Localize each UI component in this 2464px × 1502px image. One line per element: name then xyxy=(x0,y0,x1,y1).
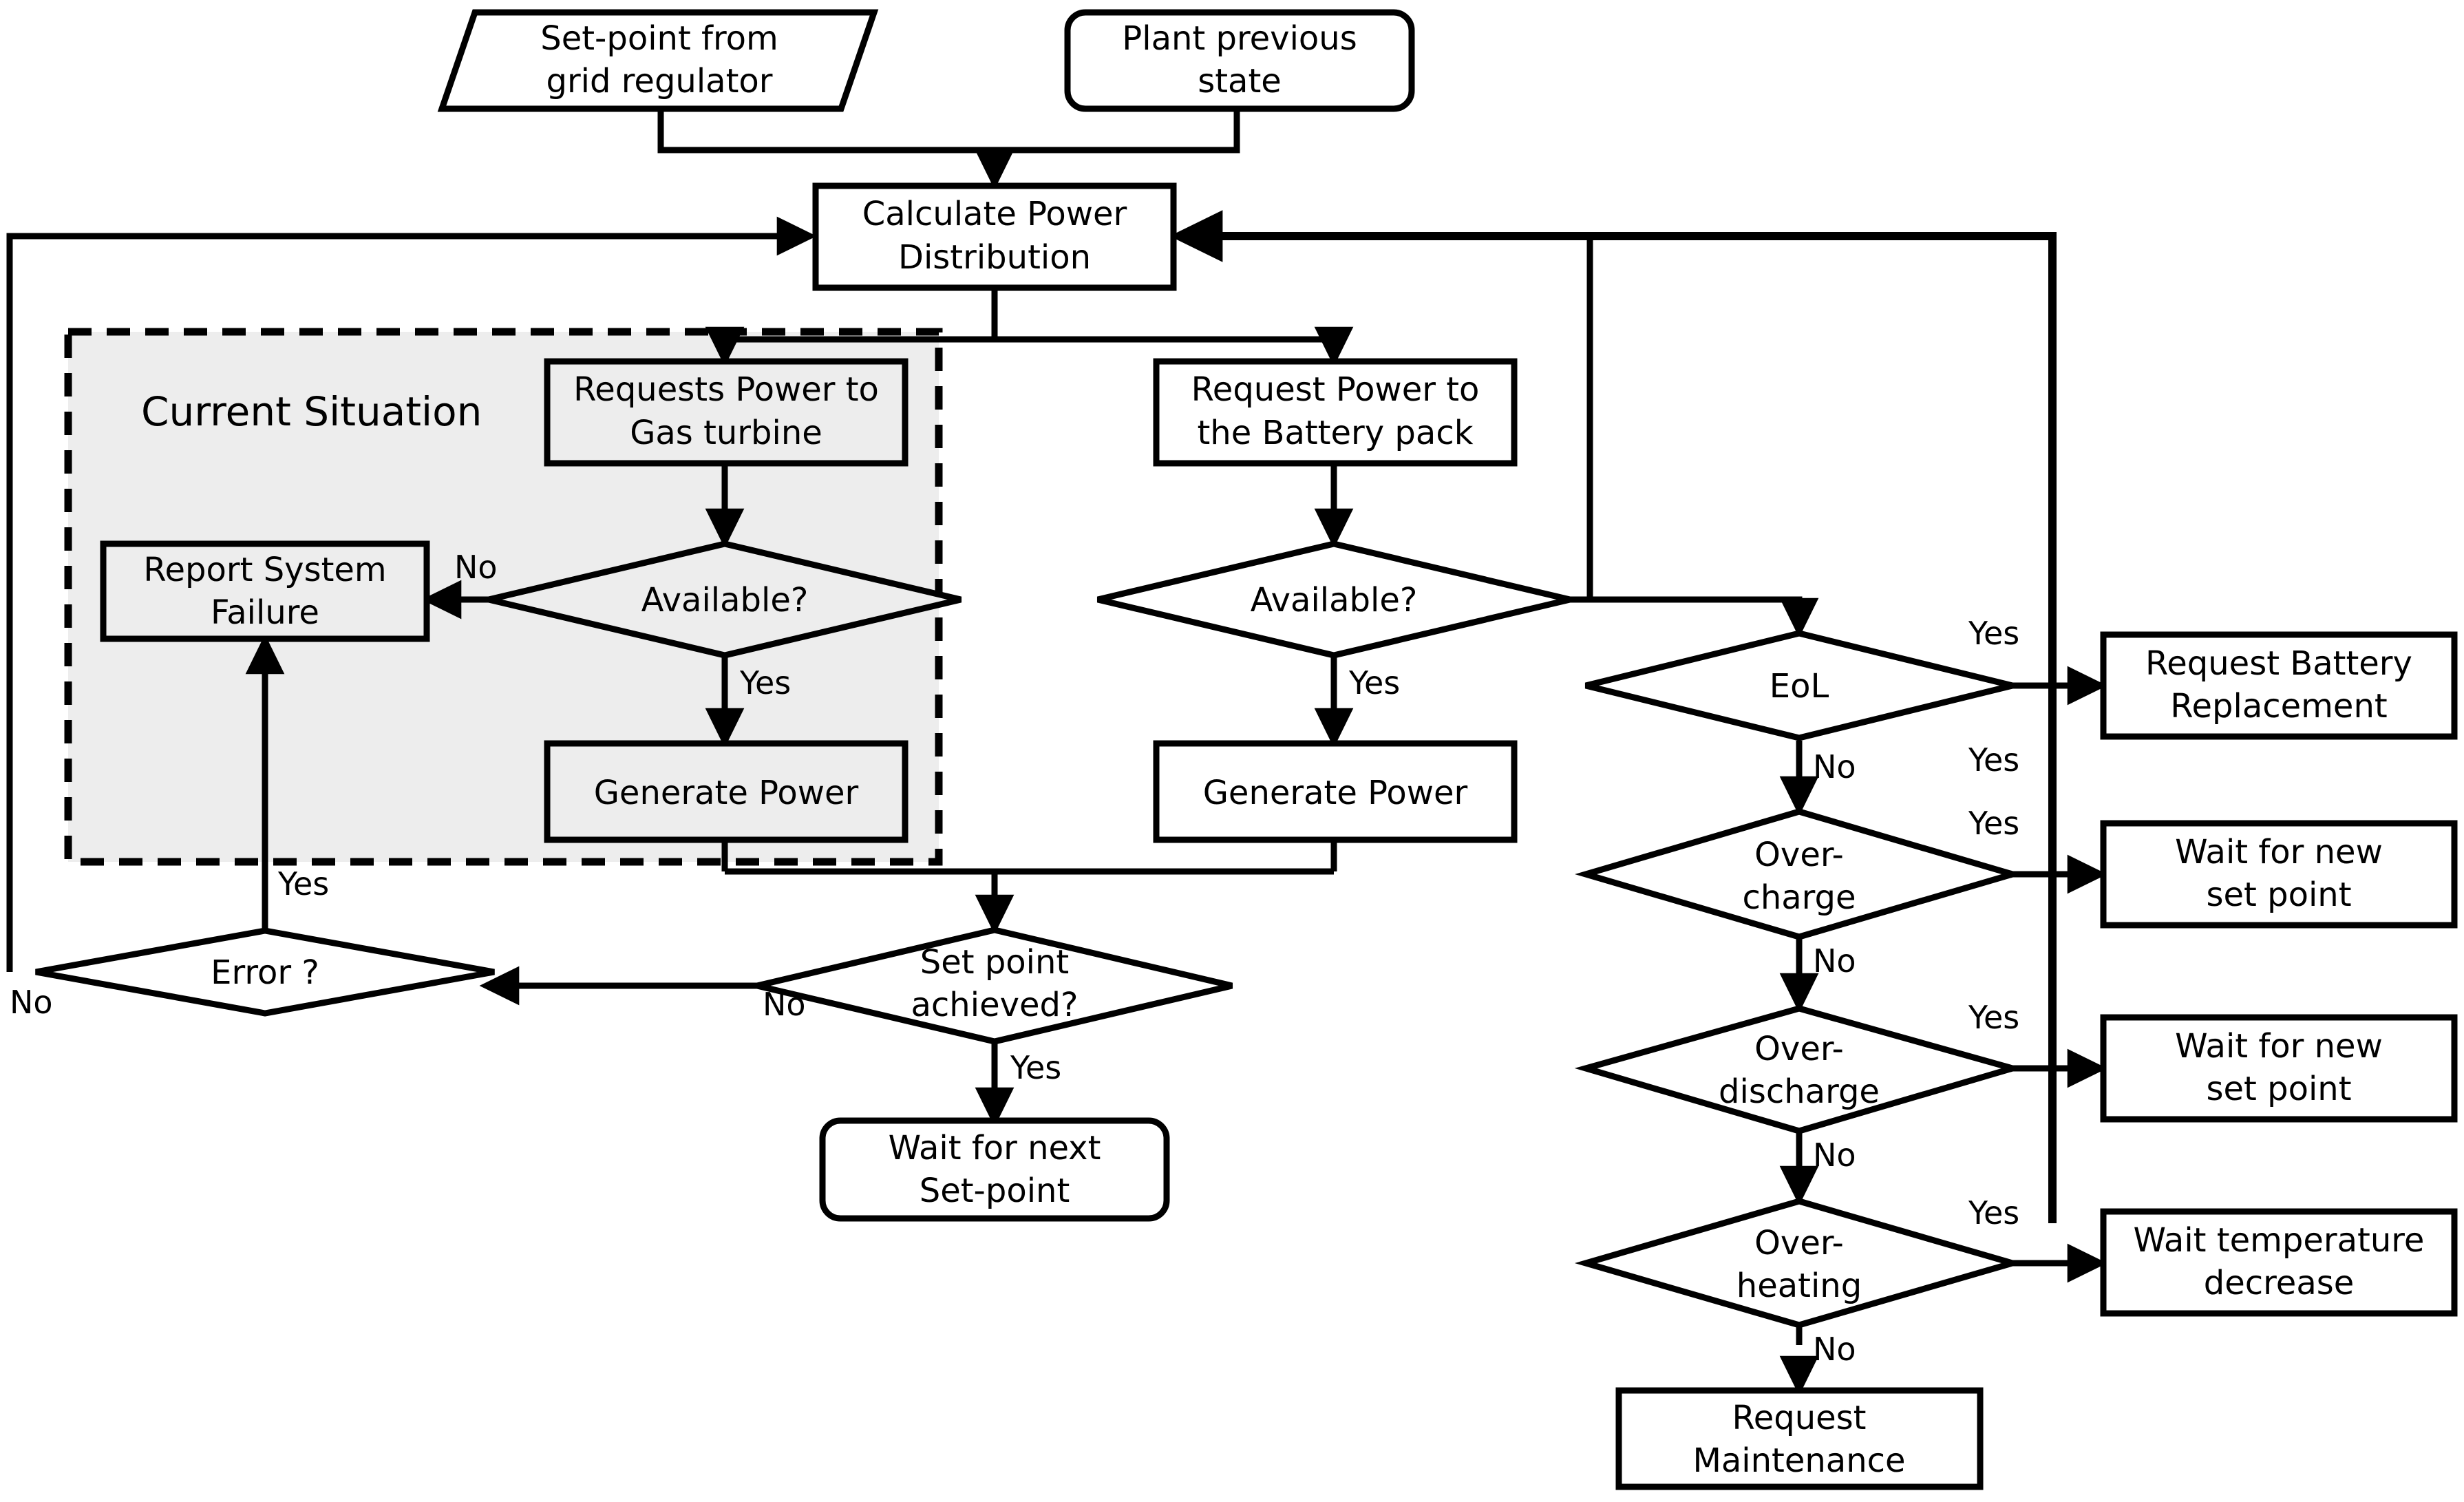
node-plant-state-line2: state xyxy=(1198,62,1282,101)
node-request-maintenance-line2: Maintenance xyxy=(1692,1441,1905,1480)
edge-label-overcharge-yes: Yes xyxy=(1968,741,2019,779)
node-wait-new-setpoint-1-line2: set point xyxy=(2206,876,2351,914)
edge-label-overdischarge-yes: Yes xyxy=(1968,999,2019,1036)
edge-label-error-no: No xyxy=(10,984,53,1021)
node-wait-new-setpoint-2-line1: Wait for new xyxy=(2175,1027,2383,1066)
node-plant-state[interactable] xyxy=(1064,9,1415,112)
edge-label-eol-yes: Yes xyxy=(1968,615,2019,652)
node-request-battery-replacement-line1: Request Battery xyxy=(2145,644,2412,683)
node-request-gas-turbine[interactable] xyxy=(544,358,909,467)
node-wait-next-setpoint-line1: Wait for next xyxy=(889,1129,1101,1167)
edge-label-overcharge-yes-upper: Yes xyxy=(1968,805,2019,842)
node-error-check[interactable] xyxy=(35,927,495,1017)
node-request-gas-turbine-line2: Gas turbine xyxy=(630,414,822,452)
node-request-battery-replacement-line2: Replacement xyxy=(2170,687,2387,726)
edge-battery-available-to-eol xyxy=(1551,596,1819,638)
node-generate-power-battery-label: Generate Power xyxy=(1203,774,1468,812)
node-overcharge-line1: Over- xyxy=(1754,836,1844,874)
node-overdischarge[interactable] xyxy=(1574,1005,2024,1134)
edge-label-error-yes: Yes xyxy=(277,865,329,902)
node-wait-new-setpoint-1-line1: Wait for new xyxy=(2175,833,2383,871)
node-gas-available-label: Available? xyxy=(641,581,809,620)
node-overheating[interactable] xyxy=(1574,1198,2024,1329)
node-calculate-power-line1: Calculate Power xyxy=(862,195,1127,233)
node-setpoint-input-line1: Set-point from xyxy=(540,19,778,58)
node-request-battery-pack-line2: the Battery pack xyxy=(1197,414,1473,452)
edge-label-battery-available-yes: Yes xyxy=(1348,664,1400,701)
node-overdischarge-line1: Over- xyxy=(1754,1030,1844,1068)
node-wait-temperature-decrease[interactable] xyxy=(2100,1208,2458,1317)
edge-label-setpoint-no: No xyxy=(763,986,806,1023)
edge-battery-bus-return-to-calc xyxy=(1169,210,2057,1223)
node-battery-available[interactable] xyxy=(1096,540,1571,659)
edge-label-eol-no: No xyxy=(1813,748,1856,785)
node-wait-next-setpoint[interactable] xyxy=(819,1117,1170,1222)
edge-label-overheating-yes: Yes xyxy=(1968,1194,2019,1231)
node-request-maintenance-line1: Request xyxy=(1732,1399,1867,1437)
node-report-system-failure-line1: Report System xyxy=(143,551,386,589)
node-report-system-failure[interactable] xyxy=(100,540,430,642)
node-overheating-line2: heating xyxy=(1737,1267,1862,1305)
node-setpoint-achieved-line2: achieved? xyxy=(911,986,1079,1024)
node-request-battery-pack[interactable] xyxy=(1153,358,1518,467)
node-request-battery-pack-line1: Request Power to xyxy=(1191,370,1480,409)
node-error-check-label: Error ? xyxy=(211,953,319,992)
edge-label-overcharge-no: No xyxy=(1813,942,1856,980)
node-report-system-failure-line2: Failure xyxy=(211,593,319,632)
node-setpoint-achieved[interactable] xyxy=(756,927,1233,1045)
node-eol[interactable] xyxy=(1584,630,2014,741)
node-setpoint-input[interactable] xyxy=(437,9,879,112)
node-calculate-power[interactable] xyxy=(812,182,1177,291)
node-eol-label: EoL xyxy=(1770,667,1829,706)
node-wait-new-setpoint-2-line2: set point xyxy=(2206,1070,2351,1108)
node-overheating-line1: Over- xyxy=(1754,1224,1844,1262)
node-wait-new-setpoint-2[interactable] xyxy=(2100,1014,2458,1123)
edge-label-overheating-no: No xyxy=(1813,1331,1856,1368)
node-overcharge[interactable] xyxy=(1575,808,2024,940)
edge-label-gas-available-no: No xyxy=(454,549,498,586)
node-calculate-power-line2: Distribution xyxy=(898,238,1091,277)
edge-label-overdischarge-no: No xyxy=(1813,1136,1856,1174)
edge-error-no-loop-to-calc xyxy=(6,216,817,972)
node-wait-temperature-decrease-line2: decrease xyxy=(2204,1264,2355,1302)
node-plant-state-line1: Plant previous xyxy=(1122,19,1357,58)
node-generate-power-gas-label: Generate Power xyxy=(594,774,859,812)
node-request-gas-turbine-line1: Requests Power to xyxy=(573,370,879,409)
node-gas-available[interactable] xyxy=(487,540,962,659)
edge-setpoint-to-calc xyxy=(657,110,995,154)
node-wait-new-setpoint-1[interactable] xyxy=(2100,820,2458,929)
edge-plantstate-to-calc xyxy=(995,110,1240,154)
node-setpoint-input-line2: grid regulator xyxy=(546,62,772,101)
node-battery-available-label: Available? xyxy=(1251,581,1418,620)
edge-label-gas-available-yes: Yes xyxy=(739,664,791,701)
current-situation-label: Current Situation xyxy=(141,388,482,435)
node-wait-next-setpoint-line2: Set-point xyxy=(920,1172,1070,1210)
node-setpoint-achieved-line1: Set point xyxy=(920,943,1070,982)
edge-label-setpoint-yes: Yes xyxy=(1010,1049,1061,1086)
node-generate-power-battery[interactable] xyxy=(1153,740,1518,843)
node-request-maintenance[interactable] xyxy=(1615,1387,1984,1490)
node-overcharge-line2: charge xyxy=(1742,878,1856,917)
node-overdischarge-line2: discharge xyxy=(1719,1072,1880,1111)
node-generate-power-gas[interactable] xyxy=(544,740,909,843)
node-request-battery-replacement[interactable] xyxy=(2100,631,2458,740)
node-wait-temperature-decrease-line1: Wait temperature xyxy=(2134,1221,2425,1260)
